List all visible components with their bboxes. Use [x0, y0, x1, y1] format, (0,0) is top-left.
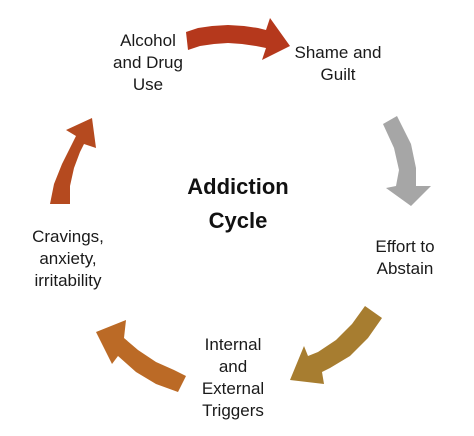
stage-alcohol-and-drug-use: Alcohol and Drug Use — [88, 30, 208, 96]
stage-label-line: Effort to — [375, 237, 435, 256]
title-line-1: Addiction — [187, 174, 289, 199]
stage-label-line: and Drug — [113, 53, 183, 72]
stage-label-line: Use — [132, 75, 164, 94]
stage-label-line: Shame and — [294, 43, 382, 62]
stage-label-line: and — [218, 357, 248, 376]
stage-label-line: Guilt — [320, 65, 356, 84]
stage-label-line: Abstain — [376, 259, 434, 278]
stage-label-line: Alcohol — [120, 31, 176, 50]
stage-cravings-anxiety-irritability: Cravings, anxiety, irritability — [8, 226, 128, 292]
arrow-shame-to-effort — [383, 116, 431, 206]
stage-label-line: Internal — [204, 335, 262, 354]
arrow-alcohol-to-shame — [186, 18, 290, 60]
arrow-cravings-to-alcohol — [50, 118, 96, 204]
arrow-triggers-to-cravings — [96, 320, 186, 392]
stage-label-line: irritability — [34, 271, 102, 290]
stage-label-line: anxiety, — [39, 249, 97, 268]
title-line-2: Cycle — [208, 208, 268, 233]
stage-internal-and-external-triggers: Internal and External Triggers — [178, 334, 288, 422]
diagram-title: Addiction Cycle — [150, 170, 326, 238]
stage-label-line: Triggers — [202, 401, 264, 420]
arrow-effort-to-triggers — [290, 306, 382, 384]
stage-shame-and-guilt: Shame and Guilt — [276, 42, 400, 86]
stage-label-line: External — [201, 379, 265, 398]
stage-label-line: Cravings, — [32, 227, 104, 246]
stage-effort-to-abstain: Effort to Abstain — [350, 236, 460, 280]
